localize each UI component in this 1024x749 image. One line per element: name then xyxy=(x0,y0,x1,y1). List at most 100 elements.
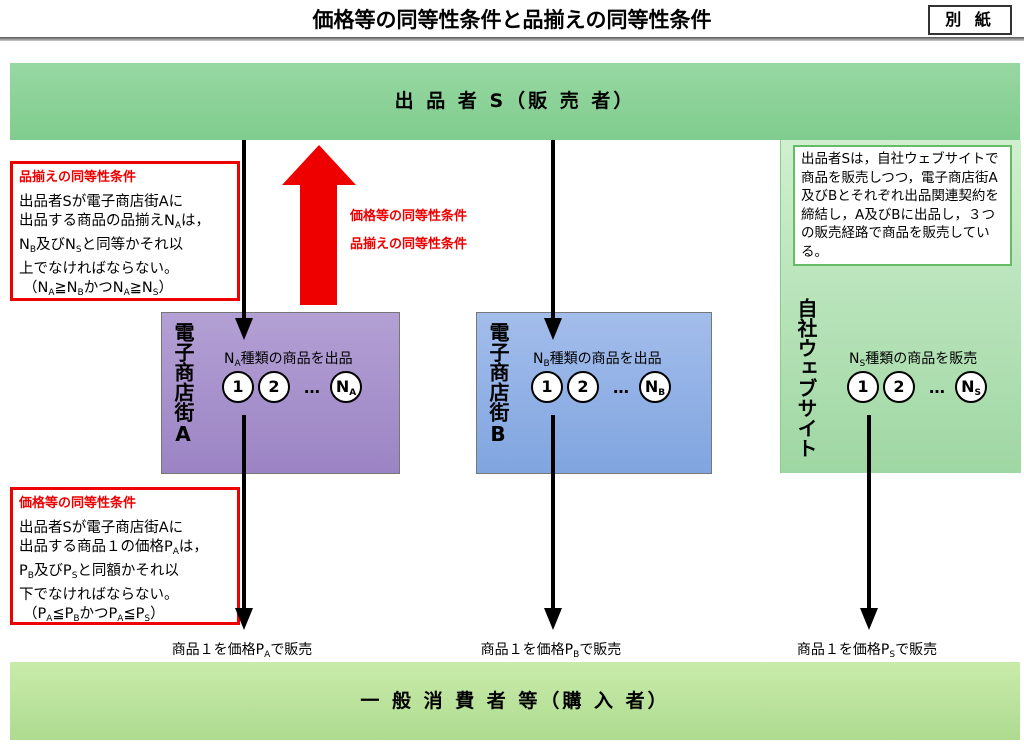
item-circle: 2 xyxy=(883,371,915,403)
text-segment: ≧N xyxy=(54,280,78,296)
annex-label: 別 紙 xyxy=(928,5,1012,35)
ellipsis: … xyxy=(613,377,629,397)
subscript: B xyxy=(77,288,84,298)
channel-caption: NB種類の商品を出品 xyxy=(533,348,662,369)
subscript: B xyxy=(27,571,34,581)
subscript: B xyxy=(658,388,666,398)
arrow-shaft xyxy=(551,415,555,610)
price-condition-box: 価格等の同等性条件 出品者Sが電子商店街Aに出品する商品１の価格PAは，PB及び… xyxy=(10,487,240,625)
subscript: S xyxy=(71,571,78,581)
text-line: 出品する商品１の価格PAは， xyxy=(19,538,231,562)
text-segment: ≧N xyxy=(129,280,153,296)
item-circle: 2 xyxy=(567,371,599,403)
assortment-heading: 品揃えの同等性条件 xyxy=(19,170,137,185)
text-segment: N xyxy=(224,351,235,367)
text-segment: ） xyxy=(158,280,173,296)
arrow-head-icon xyxy=(544,318,562,340)
text-line: 出品者Sが電子商店街Aに xyxy=(19,193,231,212)
subscript: A xyxy=(46,614,53,624)
item-circle: NS xyxy=(955,371,987,403)
subscript: B xyxy=(29,245,37,255)
text-line: 出品する商品の品揃えNAは， xyxy=(19,212,231,236)
subscript: A xyxy=(349,388,357,398)
text-line: 上でなければならない。 xyxy=(19,260,231,279)
subscript: A xyxy=(172,547,179,557)
subscript: B xyxy=(543,359,550,369)
text-line: （PA≦PBかつPA≦PS） xyxy=(19,605,231,629)
subscript: S xyxy=(859,359,866,369)
text-line: NB及びNSと同等かそれ以 xyxy=(19,236,231,260)
arrow-shaft xyxy=(242,140,246,320)
page-title: 価格等の同等性条件と品揃えの同等性条件 xyxy=(312,8,712,32)
text-segment: 出品者Sが電子商店街Aに xyxy=(19,194,184,210)
text-segment: かつN xyxy=(83,280,124,296)
text-segment: 種類の商品を出品 xyxy=(549,351,662,367)
text-segment: 種類の商品を販売 xyxy=(865,351,978,367)
text-line: PB及びPSと同額かそれ以 xyxy=(19,562,231,586)
right-note: 出品者Sは，自社ウェブサイトで商品を販売しつつ，電子商店街A及びBとそれぞれ出品… xyxy=(793,145,1012,266)
text-segment: と同等かそれ以 xyxy=(81,237,184,253)
text-segment: P xyxy=(19,563,28,579)
red-up-arrow-icon xyxy=(282,145,356,305)
item-circle: 1 xyxy=(222,371,254,403)
subscript: S xyxy=(75,245,82,255)
subscript: B xyxy=(573,650,580,660)
arrow-head-icon xyxy=(860,608,878,630)
arrow-head-icon xyxy=(544,608,562,630)
subscript: A xyxy=(234,359,241,369)
text-segment: 下でなければならない。 xyxy=(19,587,179,603)
arrow-head-icon xyxy=(235,318,253,340)
item-circle: 1 xyxy=(847,371,879,403)
text-segment: 出品する商品１の価格P xyxy=(19,539,173,555)
arrow-shaft xyxy=(867,415,871,610)
arrow-label-price: 価格等の同等性条件 xyxy=(350,209,468,224)
text-segment: ≦P xyxy=(123,606,145,622)
consumer-band: 一 般 消 費 者 等（購 入 者） xyxy=(10,662,1020,740)
own-site-label: 自社ウェブサイト xyxy=(794,298,818,458)
item-circle: 1 xyxy=(531,371,563,403)
text-segment: N xyxy=(533,351,544,367)
text-line: 出品者Sが電子商店街Aに xyxy=(19,519,231,538)
sale-label: 商品１を価格PSで販売 xyxy=(747,639,987,660)
price-heading: 価格等の同等性条件 xyxy=(19,496,137,511)
text-segment: （P xyxy=(23,606,47,622)
arrow-head-icon xyxy=(235,608,253,630)
assortment-text: 出品者Sが電子商店街Aに出品する商品の品揃えNAは，NB及びNSと同等かそれ以上… xyxy=(19,193,231,303)
text-segment: かつP xyxy=(79,606,118,622)
text-segment: 及びN xyxy=(36,237,76,253)
title-rule xyxy=(0,37,1024,41)
subscript: A xyxy=(174,221,182,231)
ellipsis: … xyxy=(929,377,945,397)
subscript: S xyxy=(974,388,981,398)
text-segment: ≦P xyxy=(52,606,74,622)
subscript: B xyxy=(73,614,80,624)
text-segment: は， xyxy=(178,539,208,555)
subscript: S xyxy=(889,650,896,660)
text-segment: と同額かそれ以 xyxy=(77,563,179,579)
seller-band: 出 品 者 S（販 売 者） xyxy=(10,63,1020,140)
channel-caption: NS種類の商品を販売 xyxy=(849,348,977,369)
item-circle: NA xyxy=(330,371,362,403)
sale-label: 商品１を価格PBで販売 xyxy=(431,639,671,660)
item-circle: NB xyxy=(639,371,671,403)
text-segment: で販売 xyxy=(270,642,313,658)
sale-label: 商品１を価格PAで販売 xyxy=(122,639,362,660)
text-segment: N xyxy=(849,351,860,367)
text-line: 下でなければならない。 xyxy=(19,586,231,605)
item-circle: 2 xyxy=(258,371,290,403)
text-segment: は， xyxy=(181,213,211,229)
assortment-condition-box: 品揃えの同等性条件 出品者Sが電子商店街Aに出品する商品の品揃えNAは，NB及び… xyxy=(10,161,240,301)
text-segment: N xyxy=(19,237,30,253)
text-segment: で販売 xyxy=(579,642,622,658)
text-segment: 種類の商品を出品 xyxy=(240,351,353,367)
arrow-shaft xyxy=(242,415,246,610)
text-segment: 出品者Sが電子商店街Aに xyxy=(19,520,184,536)
price-text: 出品者Sが電子商店街Aに出品する商品１の価格PAは，PB及びPSと同額かそれ以下… xyxy=(19,519,231,629)
ellipsis: … xyxy=(304,377,320,397)
text-segment: 商品１を価格P xyxy=(796,642,890,658)
text-segment: 上でなければならない。 xyxy=(19,261,179,277)
text-segment: 商品１を価格P xyxy=(480,642,574,658)
